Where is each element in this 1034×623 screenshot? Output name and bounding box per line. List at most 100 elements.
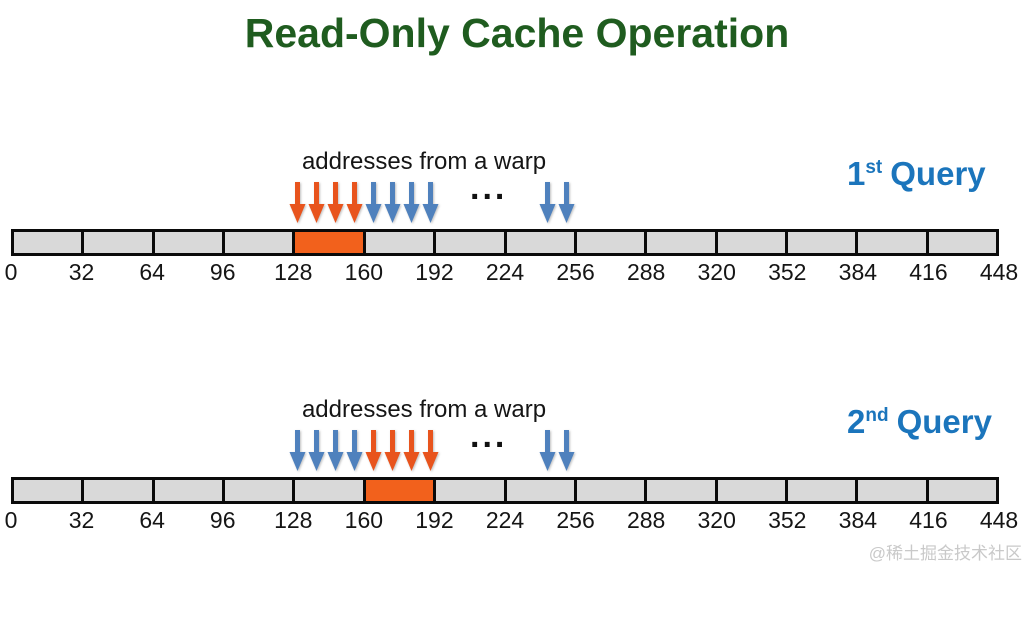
memory-segment <box>151 229 226 256</box>
blue-down-arrow-icon <box>558 182 575 224</box>
orange-down-arrow-icon <box>327 182 344 224</box>
orange-down-arrow-icon <box>346 182 363 224</box>
memory-segment <box>433 229 507 256</box>
tick-label: 320 <box>697 259 736 285</box>
memory-segment <box>573 477 648 504</box>
tick-label: 32 <box>68 259 95 285</box>
arrow-group-main <box>289 430 439 472</box>
memory-segment <box>644 229 718 256</box>
blue-down-arrow-icon <box>365 182 382 224</box>
blue-down-arrow-icon <box>539 430 556 472</box>
warp-label: addresses from a warp <box>301 148 547 175</box>
memory-segment <box>151 477 226 504</box>
memory-segment <box>855 477 929 504</box>
tick-label: 416 <box>909 507 948 533</box>
warp-label: addresses from a warp <box>301 396 547 423</box>
memory-bar <box>11 477 1000 504</box>
blue-down-arrow-icon <box>289 430 306 472</box>
memory-segment <box>222 229 296 256</box>
memory-segment <box>925 477 1000 504</box>
tick-label: 448 <box>979 259 1019 285</box>
blue-down-arrow-icon <box>346 430 363 472</box>
tick-label: 0 <box>4 259 18 285</box>
query-word: Query <box>890 155 986 192</box>
tick-label: 288 <box>626 507 666 533</box>
watermark: @稀土掘金技术社区 <box>868 544 1022 563</box>
tick-label: 384 <box>838 507 878 533</box>
memory-segment <box>11 477 85 504</box>
query-ordinal-suffix: st <box>865 157 883 178</box>
query-word: Query <box>896 403 992 440</box>
tick-label: 128 <box>274 259 313 285</box>
blue-down-arrow-icon <box>403 182 420 224</box>
tick-label: 320 <box>697 507 736 533</box>
memory-segment <box>433 477 507 504</box>
tick-label: 416 <box>909 259 948 285</box>
tick-label: 160 <box>344 507 384 533</box>
memory-segment <box>503 229 577 256</box>
ellipsis: ... <box>470 169 508 207</box>
tick-label: 160 <box>344 259 384 285</box>
tick-label: 64 <box>139 507 165 533</box>
tick-label: 352 <box>768 507 807 533</box>
tick-label: 256 <box>556 259 595 285</box>
arrow-group-trailing <box>539 182 575 224</box>
memory-segment <box>714 229 788 256</box>
memory-segment <box>503 477 577 504</box>
query-ordinal-suffix: nd <box>865 405 889 426</box>
orange-down-arrow-icon <box>384 430 401 472</box>
blue-down-arrow-icon <box>384 182 401 224</box>
query-block: addresses from a warp ... 1st Query 0 32 64… <box>0 145 1034 375</box>
memory-segment <box>644 477 718 504</box>
memory-segment <box>784 229 859 256</box>
blue-down-arrow-icon <box>539 182 556 224</box>
tick-label: 352 <box>768 259 807 285</box>
memory-segment <box>784 477 859 504</box>
tick-label: 32 <box>68 507 95 533</box>
tick-label: 384 <box>838 259 878 285</box>
query-label: 2nd Query <box>847 403 992 441</box>
arrow-group-trailing <box>539 430 575 472</box>
page-title: Read-Only Cache Operation <box>244 10 790 56</box>
orange-down-arrow-icon <box>289 182 306 224</box>
memory-segment <box>714 477 788 504</box>
tick-label: 448 <box>979 507 1019 533</box>
memory-segment <box>81 229 155 256</box>
memory-segment-highlighted <box>362 477 437 504</box>
blue-down-arrow-icon <box>308 430 325 472</box>
ellipsis: ... <box>470 417 508 455</box>
query-number: 2 <box>847 403 866 440</box>
arrow-group-main <box>289 182 439 224</box>
orange-down-arrow-icon <box>308 182 325 224</box>
tick-label: 256 <box>556 507 595 533</box>
memory-segment <box>925 229 1000 256</box>
blue-down-arrow-icon <box>558 430 575 472</box>
blue-down-arrow-icon <box>327 430 344 472</box>
blue-down-arrow-icon <box>422 182 439 224</box>
tick-label: 288 <box>626 259 666 285</box>
memory-segment <box>292 477 366 504</box>
tick-label: 96 <box>209 507 236 533</box>
memory-segment <box>81 477 155 504</box>
tick-label: 192 <box>415 507 454 533</box>
memory-segment <box>11 229 85 256</box>
orange-down-arrow-icon <box>403 430 420 472</box>
tick-label: 192 <box>415 259 454 285</box>
tick-label: 224 <box>485 507 525 533</box>
memory-segment <box>362 229 437 256</box>
memory-bar <box>11 229 1000 256</box>
tick-label: 224 <box>485 259 525 285</box>
memory-segment <box>573 229 648 256</box>
tick-row: 0 32 64 96 128 160 192 224 256 288 320 352 384 416 448 <box>0 259 1034 287</box>
memory-segment <box>855 229 929 256</box>
tick-label: 96 <box>209 259 236 285</box>
tick-label: 64 <box>139 259 165 285</box>
query-label: 1st Query <box>847 155 986 193</box>
memory-segment <box>222 477 296 504</box>
memory-segment-highlighted <box>292 229 366 256</box>
query-number: 1 <box>847 155 866 192</box>
tick-label: 128 <box>274 507 313 533</box>
orange-down-arrow-icon <box>365 430 382 472</box>
